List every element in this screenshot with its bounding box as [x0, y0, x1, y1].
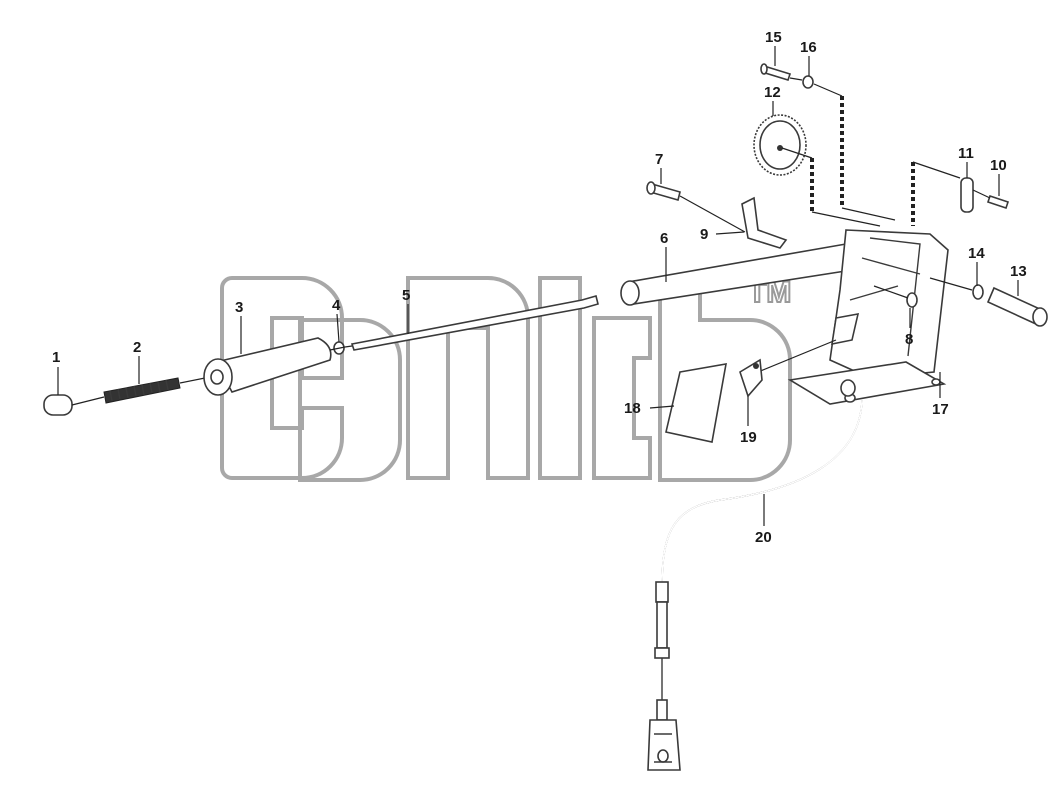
part-10-pin: [972, 189, 1010, 210]
watermark-logo: TM: [220, 275, 792, 482]
part-13-pin: [986, 286, 1048, 327]
part-12-sector-gear: [753, 114, 813, 176]
callout-5: 5: [402, 287, 410, 304]
callout-19: 19: [740, 429, 757, 446]
part-19-switch: [739, 358, 763, 398]
part-18-switch-plate: [665, 312, 860, 443]
callout-16: 16: [800, 39, 817, 56]
label-leaders: [57, 46, 1019, 526]
callout-13: 13: [1010, 263, 1027, 280]
callout-17: 17: [932, 401, 949, 418]
callout-15: 15: [765, 29, 782, 46]
part-6-lever-tube: [620, 243, 853, 306]
callout-2: 2: [133, 339, 141, 356]
callout-8: 8: [905, 331, 913, 348]
part-14-washer: [929, 277, 984, 300]
callout-12: 12: [764, 84, 781, 101]
part-20-cable: [647, 399, 863, 771]
callout-9: 9: [700, 226, 708, 243]
part-11-sleeve: [960, 177, 974, 213]
callout-1: 1: [52, 349, 60, 366]
part-1-end-cap: [43, 394, 73, 416]
part-15-bolt: [760, 63, 792, 81]
callout-4: 4: [332, 297, 341, 314]
part-5-release-rod: [344, 295, 599, 351]
part-9-bracket: [741, 196, 788, 249]
part-4-nut: [329, 341, 346, 355]
callout-14: 14: [968, 245, 985, 262]
callout-11: 11: [958, 145, 974, 162]
callout-7: 7: [655, 151, 663, 168]
callout-6: 6: [660, 230, 668, 247]
part-7-pin: [646, 181, 746, 233]
part-16-washer: [789, 75, 843, 97]
part-2-spring: [71, 377, 206, 406]
part-3-handle-grip: [203, 337, 332, 396]
callout-18: 18: [624, 400, 641, 417]
callout-10: 10: [990, 157, 1007, 174]
callout-labels: 1 2 3 4 5 6 7 8 9 10 11 12 13 14 15 16 1…: [52, 29, 1027, 546]
part-8-washer: [873, 285, 918, 308]
assembly-leaders: [811, 161, 961, 227]
callout-20: 20: [755, 529, 772, 546]
part-17-lever-housing: [787, 229, 949, 405]
callout-3: 3: [235, 299, 243, 316]
